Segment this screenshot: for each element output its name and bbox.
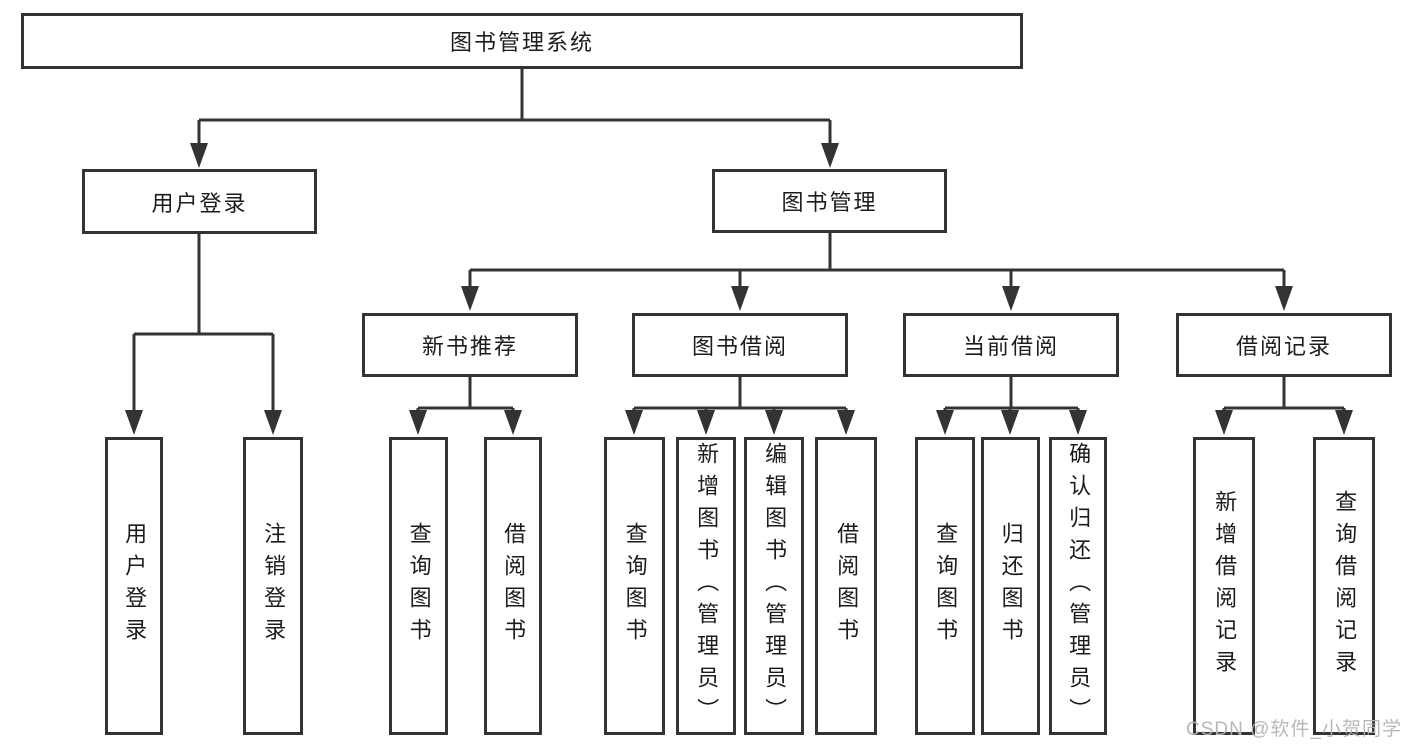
leaf-query-borrow-record: 查询借阅记录 bbox=[1313, 437, 1375, 735]
connector-paths bbox=[132, 69, 1346, 414]
node-label: 查询图书 bbox=[406, 522, 432, 650]
node-label: 编辑图书（管理员） bbox=[762, 442, 788, 730]
node-label: 新书推荐 bbox=[421, 334, 518, 359]
leaf-query-books-recommend: 查询图书 bbox=[389, 437, 448, 735]
csdn-watermark: CSDN @软件_小贺同学 bbox=[1186, 719, 1402, 740]
node-label: 借阅记录 bbox=[1235, 334, 1332, 359]
node-label: 归还图书 bbox=[998, 522, 1024, 650]
node-label: 图书借阅 bbox=[691, 334, 788, 359]
leaf-edit-books-admin: 编辑图书（管理员） bbox=[744, 437, 804, 735]
connector-arrowheads bbox=[125, 143, 1353, 435]
leaf-query-books-current: 查询图书 bbox=[915, 437, 975, 735]
node-label: 当前借阅 bbox=[962, 334, 1059, 359]
node-label: 查询图书 bbox=[622, 522, 648, 650]
leaf-borrow-books: 借阅图书 bbox=[815, 437, 877, 735]
node-label: 确认归还（管理员） bbox=[1066, 442, 1092, 730]
leaf-add-books-admin: 新增图书（管理员） bbox=[676, 437, 736, 735]
node-label: 图书管理 bbox=[781, 190, 878, 215]
node-user-login: 用户登录 bbox=[82, 169, 317, 234]
node-label: 查询借阅记录 bbox=[1332, 490, 1358, 682]
node-label: 查询图书 bbox=[933, 522, 959, 650]
leaf-borrow-books-recommend: 借阅图书 bbox=[484, 437, 542, 735]
node-label: 新增借阅记录 bbox=[1212, 490, 1238, 682]
leaf-confirm-return-admin: 确认归还（管理员） bbox=[1049, 437, 1107, 735]
node-book-borrow: 图书借阅 bbox=[632, 313, 848, 377]
node-label: 图书管理系统 bbox=[449, 30, 594, 55]
node-book-management: 图书管理 bbox=[712, 169, 947, 233]
node-library-management-system: 图书管理系统 bbox=[21, 13, 1023, 69]
node-label: 借阅图书 bbox=[501, 522, 527, 650]
node-label: 注销登录 bbox=[261, 522, 287, 650]
leaf-logout: 注销登录 bbox=[243, 437, 303, 735]
node-borrow-records: 借阅记录 bbox=[1176, 313, 1392, 377]
node-label: 用户登录 bbox=[151, 190, 248, 216]
node-label: 用户登录 bbox=[122, 522, 148, 650]
leaf-return-books: 归还图书 bbox=[981, 437, 1040, 735]
leaf-add-borrow-record: 新增借阅记录 bbox=[1193, 437, 1255, 735]
leaf-user-login: 用户登录 bbox=[105, 437, 163, 735]
node-current-borrow: 当前借阅 bbox=[903, 313, 1119, 377]
leaf-query-books-borrow: 查询图书 bbox=[604, 437, 665, 735]
node-label: 新增图书（管理员） bbox=[694, 442, 720, 730]
node-new-book-recommend: 新书推荐 bbox=[362, 313, 578, 377]
node-label: 借阅图书 bbox=[834, 522, 860, 650]
